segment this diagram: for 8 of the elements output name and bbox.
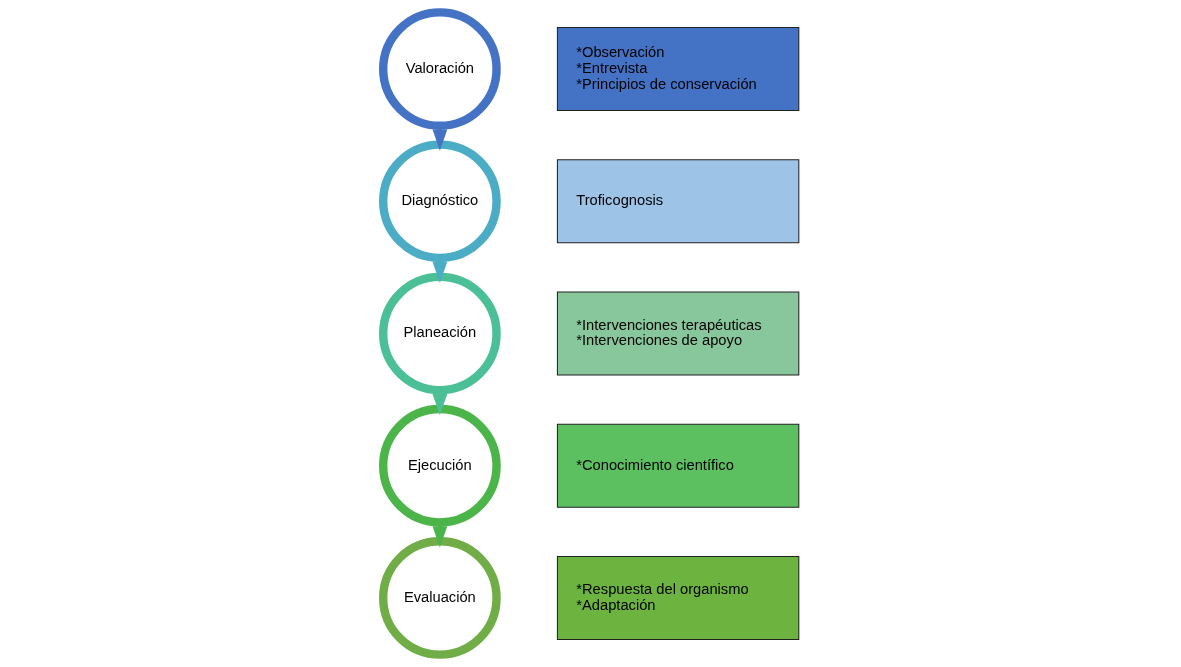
arrow bbox=[432, 394, 447, 416]
node-box: Troficognosis bbox=[556, 159, 799, 244]
node-box: *Intervenciones terapéuticas *Intervenciones de apoyo bbox=[556, 291, 799, 376]
arrow bbox=[432, 261, 447, 283]
node-box: *Respuesta del organismo *Adaptación bbox=[556, 556, 799, 640]
node-box: *Observación *Entrevista *Principios de conservación bbox=[556, 27, 799, 111]
node-box: *Conocimiento científico bbox=[556, 423, 799, 508]
node-circle: Evaluación bbox=[378, 537, 501, 659]
